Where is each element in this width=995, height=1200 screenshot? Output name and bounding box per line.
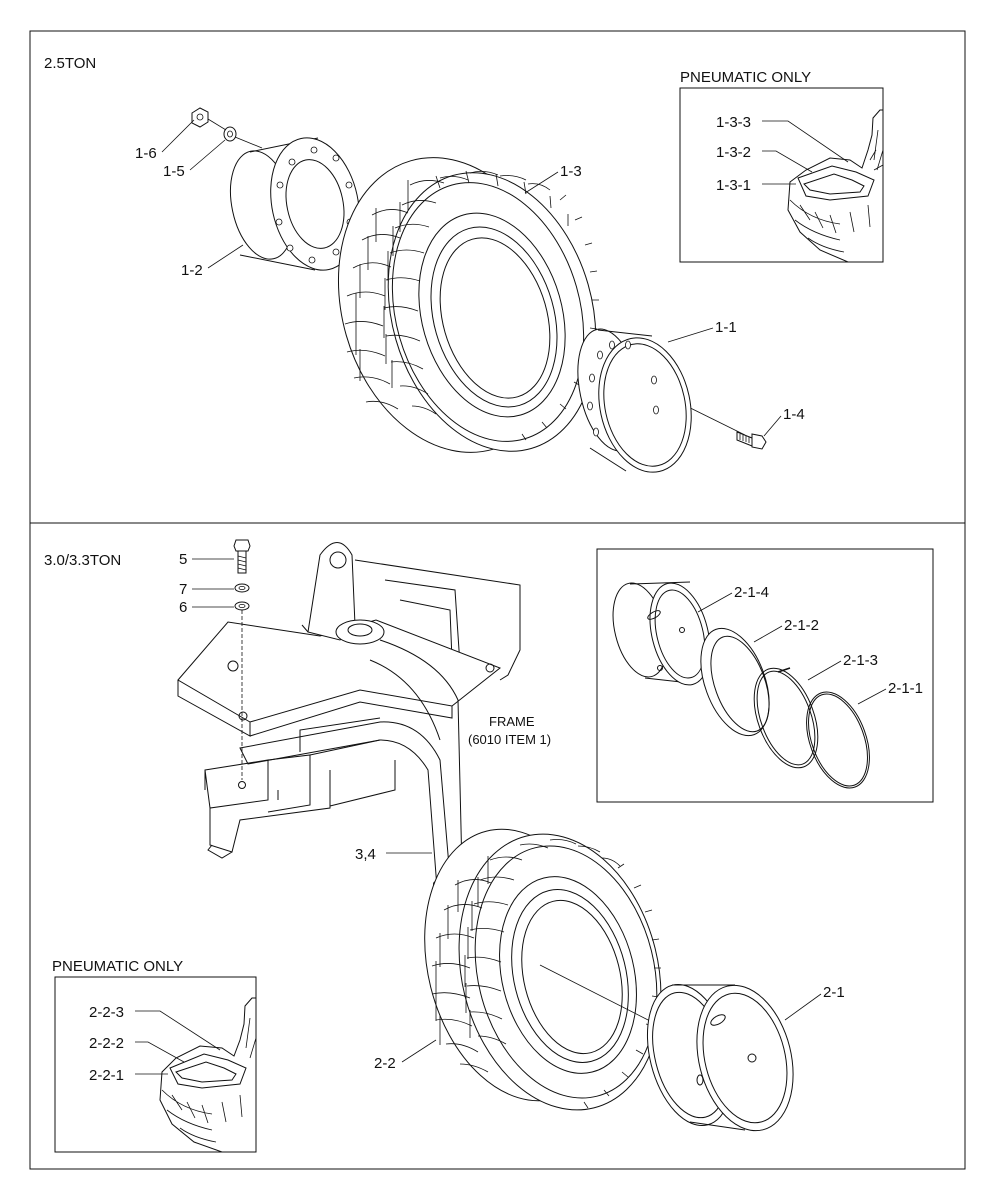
rim-base-2-1-4: [612, 581, 711, 686]
label-2-2-3: 2-2-3: [89, 1004, 124, 1021]
bolt-5: [233, 539, 251, 574]
outer-rim-1-1: [577, 328, 692, 473]
label-3-4: 3,4: [355, 846, 376, 863]
label-1-5: 1-5: [163, 163, 185, 180]
rim-inset-border: [596, 548, 934, 803]
label-2-1: 2-1: [823, 984, 845, 1001]
rim-2-1: [646, 983, 794, 1132]
bottom-pneumatic-inset: PNEUMATIC ONLY: [52, 958, 257, 1153]
label-2-1-4: 2-1-4: [734, 584, 769, 601]
top-inset-callouts: 1-3-3 1-3-2 1-3-1: [716, 114, 849, 194]
top-assembly: [191, 107, 767, 473]
inner-rim-1-2: [230, 137, 360, 271]
lock-ring-2-1-3: [753, 667, 819, 769]
tire-1-3: [337, 157, 599, 453]
label-1-3-1: 1-3-1: [716, 177, 751, 194]
washer-6: [234, 601, 250, 611]
nut-1-6: [191, 107, 209, 128]
label-1-3-2: 1-3-2: [716, 144, 751, 161]
label-5: 5: [179, 551, 187, 568]
label-1-3: 1-3: [560, 163, 582, 180]
label-2-1-1: 2-1-1: [888, 680, 923, 697]
bottom-section-title: 3.0/3.3TON: [44, 552, 121, 569]
top-pneumatic-inset: PNEUMATIC ONLY: [679, 69, 884, 263]
rim-inset-callouts: 2-1-4 2-1-2 2-1-3 2-1-1: [697, 584, 923, 705]
label-2-2-1: 2-2-1: [89, 1067, 124, 1084]
label-7: 7: [179, 581, 187, 598]
top-callouts: 1-6 1-5 1-2 1-3 1-1 1-4: [135, 119, 805, 437]
label-1-2: 1-2: [181, 262, 203, 279]
label-1-4: 1-4: [783, 406, 805, 423]
label-2-2-2: 2-2-2: [89, 1035, 124, 1052]
bottom-left-callouts: 5 7 6 3,4 FRAME (6010 ITEM 1): [179, 551, 551, 863]
label-2-1-3: 2-1-3: [843, 652, 878, 669]
bottom-right-callouts: 2-1 2-2: [374, 984, 845, 1072]
top-section-title: 2.5TON: [44, 55, 96, 72]
washer-7: [234, 583, 250, 593]
frame-note-line1: FRAME: [489, 714, 535, 729]
label-2-2: 2-2: [374, 1055, 396, 1072]
o-ring-2-1-1: [806, 691, 870, 789]
bottom-panel-border: [29, 522, 966, 1170]
rim-parts-inset: [596, 548, 934, 803]
label-1-6: 1-6: [135, 145, 157, 162]
top-inset-title: PNEUMATIC ONLY: [680, 69, 811, 86]
bolt-1-4: [736, 431, 767, 450]
label-1-3-3: 1-3-3: [716, 114, 751, 131]
bottom-inset-title: PNEUMATIC ONLY: [52, 958, 183, 975]
washer-1-5: [223, 126, 237, 142]
frame-assembly: [177, 542, 521, 889]
label-2-1-2: 2-1-2: [784, 617, 819, 634]
frame-note-line2: (6010 ITEM 1): [468, 732, 551, 747]
tire-2-2: [424, 828, 662, 1111]
label-6: 6: [179, 599, 187, 616]
label-1-1: 1-1: [715, 319, 737, 336]
bottom-inset-callouts: 2-2-3 2-2-2 2-2-1: [89, 1004, 221, 1084]
